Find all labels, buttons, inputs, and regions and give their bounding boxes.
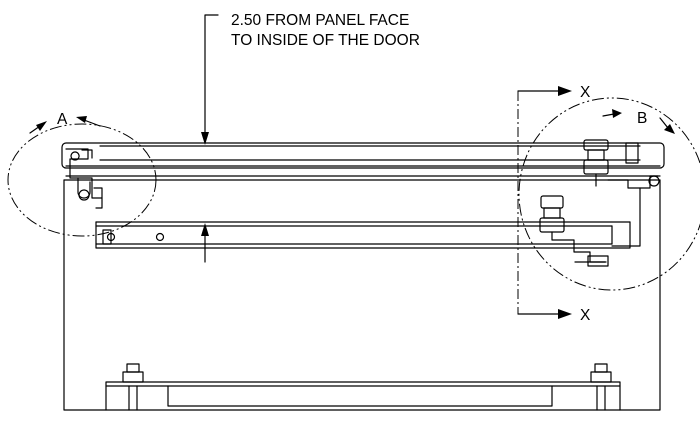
inner-panel: [95, 221, 631, 249]
detail-circle-a: [7, 116, 157, 237]
dimension-note-line2: TO INSIDE OF THE DOOR: [231, 32, 420, 49]
detail-label-a: A: [57, 111, 68, 128]
left-hinge: [69, 149, 103, 209]
detail-label-b: B: [637, 110, 647, 127]
section-label-bottom: X: [580, 307, 591, 324]
enclosure-body: [63, 175, 661, 411]
section-label-top: X: [580, 84, 591, 101]
bottom-handle: [105, 363, 621, 411]
right-latch: [539, 139, 660, 267]
dimension-note-line1: 2.50 FROM PANEL FACE: [231, 12, 409, 29]
dimension-leader: [201, 14, 219, 263]
door-profile: [61, 142, 665, 169]
section-line: [517, 86, 572, 319]
detail-circle-b: [518, 97, 700, 291]
